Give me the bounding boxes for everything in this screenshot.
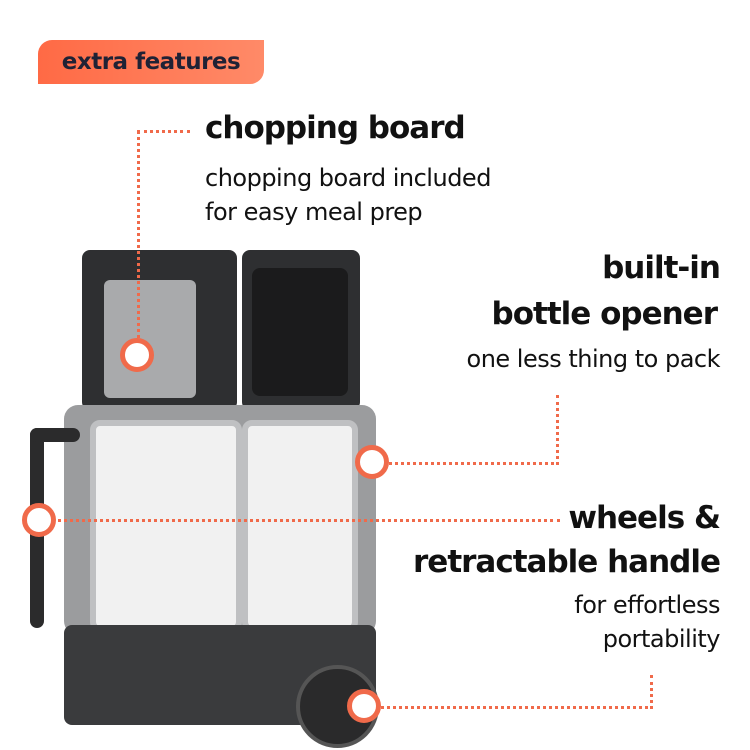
leader-line <box>39 519 560 522</box>
hotspot-bottle-opener[interactable] <box>355 445 389 479</box>
hotspot-handle[interactable] <box>22 503 56 537</box>
section-badge: extra features <box>38 40 264 84</box>
hotspot-wheels[interactable] <box>347 689 381 723</box>
feature-title-chopping-board: chopping board <box>205 110 466 146</box>
left-lid <box>82 250 237 410</box>
feature-desc-line: portability <box>602 625 721 653</box>
leader-line <box>372 395 559 465</box>
handle-grip <box>30 428 80 442</box>
left-compartment <box>90 420 242 632</box>
feature-desc-line: one less thing to pack <box>466 345 721 373</box>
feature-desc-line: for easy meal prep <box>205 198 423 226</box>
feature-title-wheels: wheels & <box>568 500 721 536</box>
lid-liner <box>252 268 348 396</box>
feature-title-bottle-opener: built-in <box>602 250 721 286</box>
right-compartment <box>242 420 358 632</box>
chopping-board <box>104 280 196 398</box>
hotspot-chopping-board[interactable] <box>120 338 154 372</box>
feature-desc-line: chopping board included <box>205 164 491 192</box>
leader-line <box>364 675 653 709</box>
feature-title-wheels: retractable handle <box>413 544 721 580</box>
feature-title-bottle-opener: bottle opener <box>491 296 718 332</box>
feature-desc-line: for effortless <box>574 591 720 619</box>
right-lid <box>242 250 360 410</box>
leader-line <box>137 130 190 358</box>
